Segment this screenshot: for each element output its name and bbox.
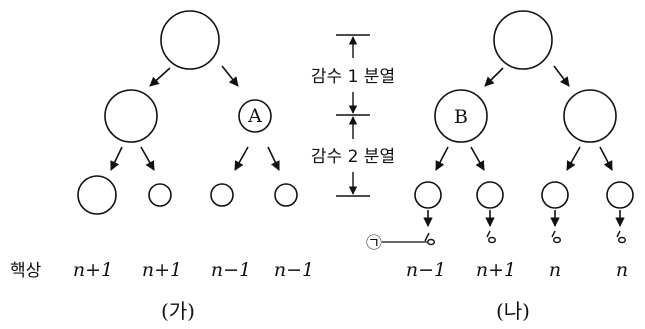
ga-ploidy-2: n+1: [142, 259, 182, 281]
na-sperm-2: [486, 230, 497, 244]
na-sperm-4: [616, 230, 627, 244]
na-arrow-ll: [435, 146, 449, 171]
na-arrow-right: [553, 65, 570, 87]
ga-arrow-rr: [267, 146, 280, 171]
caption-na: (나): [496, 299, 530, 323]
meiosis-1-label: 감수 1 분열: [311, 67, 395, 87]
na-sperm-group: [424, 230, 627, 246]
na-cell-b: [434, 89, 488, 143]
na-ploidy-3: n: [549, 259, 561, 281]
ga-arrow-lr: [140, 146, 155, 171]
na-secondary-cell-right: [563, 89, 617, 143]
na-sperm-1: [424, 232, 436, 246]
ga-gamete-1: [77, 175, 117, 215]
ga-cell-a: [238, 99, 272, 133]
na-ploidy-1: n−1: [406, 259, 446, 281]
diagram-ga: [77, 10, 298, 215]
meiosis-2-label: 감수 2 분열: [311, 147, 395, 167]
na-sperm-3: [551, 230, 562, 244]
diagram-na: [414, 10, 634, 227]
na-ploidy-2: n+1: [476, 259, 516, 281]
na-arrow-rl: [566, 146, 581, 171]
na-spermatid-3: [541, 181, 569, 209]
ga-ploidy-4: n−1: [274, 259, 314, 281]
na-arrow-lr: [470, 146, 485, 171]
ga-gamete-4: [274, 183, 298, 207]
caption-ga: (가): [161, 299, 195, 323]
na-spermatid-4: [606, 181, 634, 209]
na-arrow-left: [484, 67, 504, 87]
ga-arrow-right: [221, 65, 239, 87]
na-parent-cell: [493, 10, 553, 70]
na-cell-b-label: B: [454, 106, 468, 128]
stage-bracket: [336, 34, 370, 197]
ga-arrow-ll: [110, 146, 123, 171]
ga-arrow-left: [149, 67, 171, 87]
na-spermatid-1: [414, 181, 442, 209]
ga-gamete-2: [148, 183, 172, 207]
ga-secondary-cell-left: [104, 89, 158, 143]
ploidy-row-label: 핵상: [10, 261, 42, 281]
na-arrow-rr: [599, 146, 613, 171]
ga-gamete-3: [210, 183, 234, 207]
ga-ploidy-1: n+1: [73, 259, 113, 281]
sperm-label: ㉠: [366, 233, 382, 252]
na-ploidy-4: n: [616, 259, 628, 281]
ga-cell-a-label: A: [247, 105, 262, 127]
na-spermatid-2: [476, 181, 504, 209]
ga-arrow-rl: [234, 146, 249, 171]
ga-ploidy-3: n−1: [211, 259, 251, 281]
ga-parent-cell: [160, 10, 220, 70]
